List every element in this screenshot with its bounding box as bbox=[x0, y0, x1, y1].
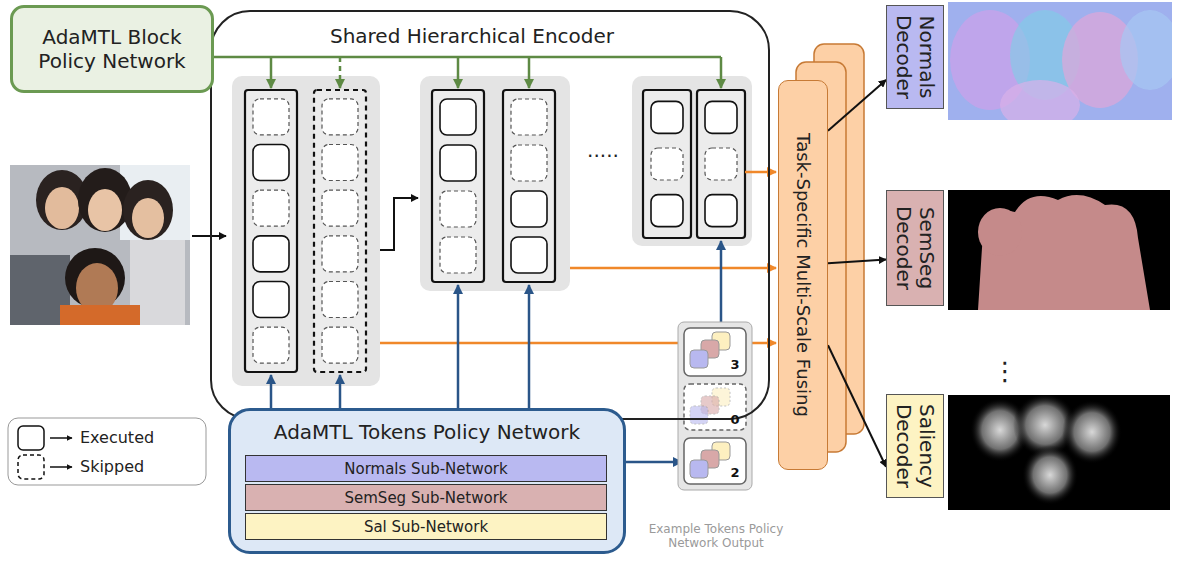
semseg-image bbox=[948, 190, 1170, 310]
node-label: Normals Sub-Network bbox=[344, 460, 507, 478]
token-count: 3 bbox=[726, 357, 744, 373]
continuation-dots: ⋮ bbox=[992, 356, 1018, 387]
panel-caption: Example Tokens Policy Network Output bbox=[632, 522, 800, 551]
ellipsis-mark: ..... bbox=[580, 138, 626, 162]
node-label: Task-Specific Multi-Scale Fusing bbox=[793, 83, 814, 467]
node-label: AdaMTL Tokens Policy Network bbox=[231, 420, 623, 444]
block-policy-box: AdaMTL Block Policy Network bbox=[10, 5, 214, 93]
token-count: 2 bbox=[726, 465, 744, 481]
node-label: Normals Decoder bbox=[892, 8, 938, 106]
legend-text: Executed bbox=[80, 428, 154, 448]
node-label: AdaMTL Block Policy Network bbox=[21, 25, 203, 73]
saliency-image bbox=[948, 395, 1170, 510]
sub-network-band: SemSeg Sub-Network bbox=[245, 484, 607, 511]
sub-network-band: Sal Sub-Network bbox=[245, 513, 607, 540]
legend-text: Skipped bbox=[80, 457, 144, 477]
normals-image bbox=[948, 2, 1172, 120]
node-label: Sal Sub-Network bbox=[364, 518, 488, 536]
node-label: Shared Hierarchical Encoder bbox=[212, 24, 732, 48]
fusing-box: Task-Specific Multi-Scale Fusing bbox=[778, 80, 828, 470]
input-photo bbox=[10, 165, 190, 325]
token-policy-box: AdaMTL Tokens Policy NetworkNormals Sub-… bbox=[228, 408, 626, 554]
token-count: 0 bbox=[726, 412, 744, 428]
sub-network-band: Normals Sub-Network bbox=[245, 455, 607, 482]
encoder-frame: Shared Hierarchical Encoder bbox=[210, 10, 770, 420]
decoder-box: SemSeg Decoder bbox=[886, 190, 944, 306]
node-label: SemSeg Sub-Network bbox=[345, 489, 508, 507]
arrow-connector bbox=[828, 345, 886, 467]
token-output-panel bbox=[678, 322, 752, 490]
arrow-connector bbox=[828, 80, 886, 131]
decoder-box: Saliency Decoder bbox=[886, 394, 944, 498]
node-label: SemSeg Decoder bbox=[892, 193, 938, 303]
arrow-connector bbox=[828, 260, 886, 264]
decoder-box: Normals Decoder bbox=[886, 5, 944, 109]
node-label: Saliency Decoder bbox=[892, 397, 938, 495]
